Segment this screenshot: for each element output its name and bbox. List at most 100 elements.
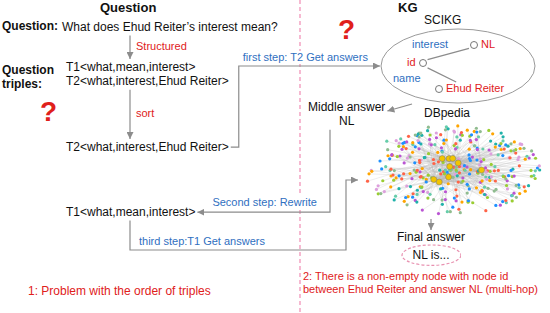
network-dot <box>508 156 511 159</box>
edge-label: Structured <box>135 40 188 53</box>
network-link <box>449 145 506 177</box>
network-link <box>439 182 514 193</box>
network-dot <box>481 189 484 192</box>
network-dot <box>398 174 401 177</box>
network-dot <box>388 157 391 160</box>
network-dot <box>393 198 396 201</box>
network-dot <box>481 173 484 176</box>
connector <box>430 219 431 230</box>
network-dot <box>523 185 526 188</box>
network-dot <box>469 168 472 171</box>
network-link <box>458 157 519 163</box>
network-dot <box>515 196 518 199</box>
network-dot <box>411 151 414 154</box>
network-dot <box>468 157 471 160</box>
network-link <box>397 157 458 163</box>
network-dot <box>486 196 489 199</box>
question-text: What does Ehud Reiter’s interest mean? <box>62 20 278 34</box>
triple-text: T1<what,mean,interest> <box>66 205 195 219</box>
network-dot <box>467 199 470 202</box>
network-link <box>450 167 512 201</box>
network-link <box>439 158 535 182</box>
network-dot <box>391 173 394 176</box>
network-dot <box>444 169 447 172</box>
network-dot <box>522 147 525 150</box>
network-dot <box>449 210 452 213</box>
network-link <box>482 146 508 170</box>
network-dot <box>534 157 537 160</box>
network-dot <box>433 143 436 146</box>
network-dot <box>455 194 458 197</box>
network-dot <box>435 136 438 139</box>
network-link <box>449 170 540 177</box>
network-dot <box>426 196 429 199</box>
network-dot <box>454 188 457 191</box>
network-dot <box>414 133 417 136</box>
network-dot <box>394 195 397 198</box>
answer-node: Middle answerNL <box>306 99 387 130</box>
network-dot <box>534 177 537 180</box>
network-dot <box>473 144 476 147</box>
network-dot <box>505 184 508 187</box>
network-link <box>453 158 520 193</box>
connector <box>387 104 412 111</box>
network-hub <box>450 155 456 161</box>
network-dot <box>494 142 497 145</box>
edge-label: sort <box>135 107 155 120</box>
network-dot <box>412 192 415 195</box>
question-node: What does Ehud Reiter’s interest mean? <box>60 19 280 35</box>
network-dot <box>405 184 408 187</box>
network-link <box>482 148 524 170</box>
row-label: Question: <box>2 20 58 34</box>
triple-text: T1<what,mean,interest> <box>66 60 229 74</box>
network-dot <box>468 172 471 175</box>
network-dot <box>493 169 496 172</box>
network-dot <box>370 169 373 172</box>
problem-note: 1: Problem with the order of triples <box>28 285 211 299</box>
network-dot <box>436 151 439 154</box>
kg-entity: NL <box>469 38 496 51</box>
network-dot <box>427 126 430 129</box>
edge-label: first step: T2 Get answers <box>242 51 369 64</box>
network-dot <box>520 143 523 146</box>
network-link <box>406 149 442 159</box>
network-dot <box>524 190 527 193</box>
network-dot <box>486 187 489 190</box>
network-link <box>458 163 484 187</box>
network-dot <box>428 133 431 136</box>
kg-heading: DBpedia <box>424 106 546 120</box>
network-dot <box>401 142 404 145</box>
network-dot <box>499 142 502 145</box>
network-link <box>458 163 525 191</box>
network-dot <box>483 186 486 189</box>
network-dot <box>390 153 393 156</box>
network-dot <box>465 165 468 168</box>
network-dot <box>497 169 500 172</box>
network-dot <box>419 131 422 134</box>
network-dot <box>512 192 515 195</box>
network-dot <box>502 175 505 178</box>
network-dot <box>407 135 410 138</box>
network-dot <box>477 135 480 138</box>
network-dot <box>430 143 433 146</box>
network-dot <box>470 133 473 136</box>
network-dot <box>440 146 443 149</box>
kg-heading: SCIKG <box>424 13 536 27</box>
network-dot <box>399 137 402 140</box>
network-link <box>381 177 449 194</box>
network-link <box>410 159 449 187</box>
network-dot <box>439 133 442 136</box>
network-dot <box>485 170 488 173</box>
kg-ellipse: SCIKGNLidEhud Reiter <box>380 13 536 104</box>
network-hub <box>431 176 437 182</box>
network-dot <box>437 160 440 163</box>
network-dot <box>400 148 403 151</box>
network-dot <box>447 182 450 185</box>
triple-text: T2<what,interest,Ehud Reiter> <box>66 140 229 154</box>
network-dot <box>489 139 492 142</box>
network-dot <box>527 184 530 187</box>
network-dot <box>380 167 383 170</box>
network-dot <box>381 179 384 182</box>
network-dot <box>411 196 414 199</box>
network-dot <box>475 186 478 189</box>
